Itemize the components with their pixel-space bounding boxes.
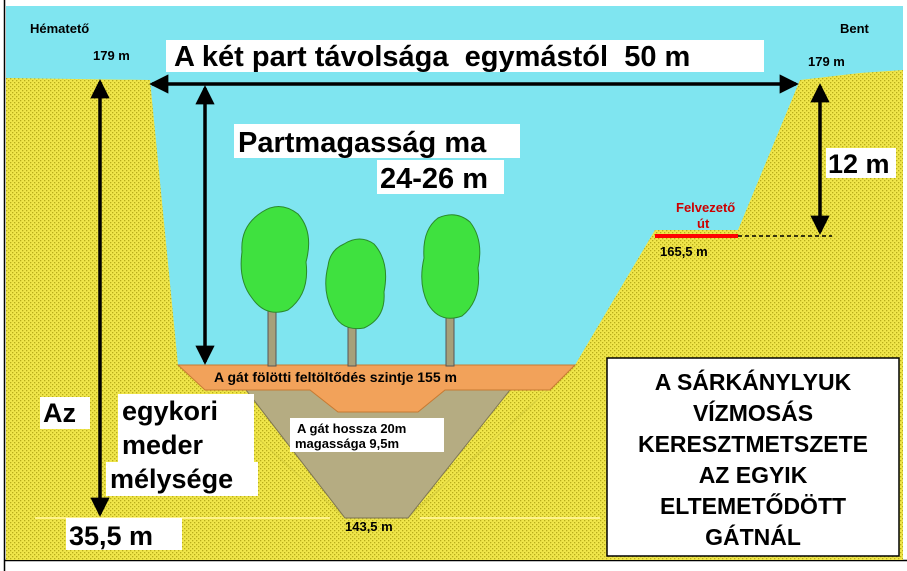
dam-label-2: magassága 9,5m	[295, 436, 399, 451]
depth-label-3: meder	[122, 430, 204, 460]
title-line-2: VÍZMOSÁS	[693, 399, 813, 426]
left-elevation-label: 179 m	[93, 48, 130, 63]
bank-height-label-2: 24-26 m	[380, 163, 488, 195]
sediment-layer	[176, 364, 577, 413]
depth-label-4: mélysége	[110, 464, 233, 494]
title-line-3: KERESZTMETSZETE	[638, 431, 868, 457]
road-label-2: út	[697, 216, 710, 231]
road-label-1: Felvezető	[676, 200, 735, 215]
depth-label-1: Az	[43, 398, 76, 428]
dam-label-1: A gát hossza 20m	[297, 421, 406, 436]
title-line-4: AZ EGYIK	[699, 462, 808, 488]
depth-value-label: 35,5 m	[69, 521, 153, 551]
tree-right	[421, 214, 481, 367]
right-elevation-label: 179 m	[808, 54, 845, 69]
tree-middle	[325, 238, 387, 367]
drop-right-label: 12 m	[828, 149, 890, 179]
title-box: A SÁRKÁNYLYUK VÍZMOSÁS KERESZTMETSZETE A…	[606, 357, 900, 557]
road-elevation-label: 165,5 m	[660, 244, 708, 259]
tree-left	[240, 206, 310, 367]
left-bank-name: Hématető	[30, 21, 89, 36]
right-bank-name: Bent	[840, 21, 870, 36]
bank-height-label-1: Partmagasság ma	[238, 127, 487, 159]
depth-label-2: egykori	[122, 396, 218, 426]
bed-elevation-label: 143,5 m	[345, 519, 393, 534]
fill-level-label: A gát fölötti feltöltődés szintje 155 m	[214, 369, 457, 385]
distance-label: A két part távolsága egymástól 50 m	[174, 41, 690, 73]
title-line-6: GÁTNÁL	[705, 523, 801, 550]
title-line-5: ELTEMETŐDÖTT	[660, 492, 846, 519]
title-line-1: A SÁRKÁNYLYUK	[655, 368, 852, 395]
